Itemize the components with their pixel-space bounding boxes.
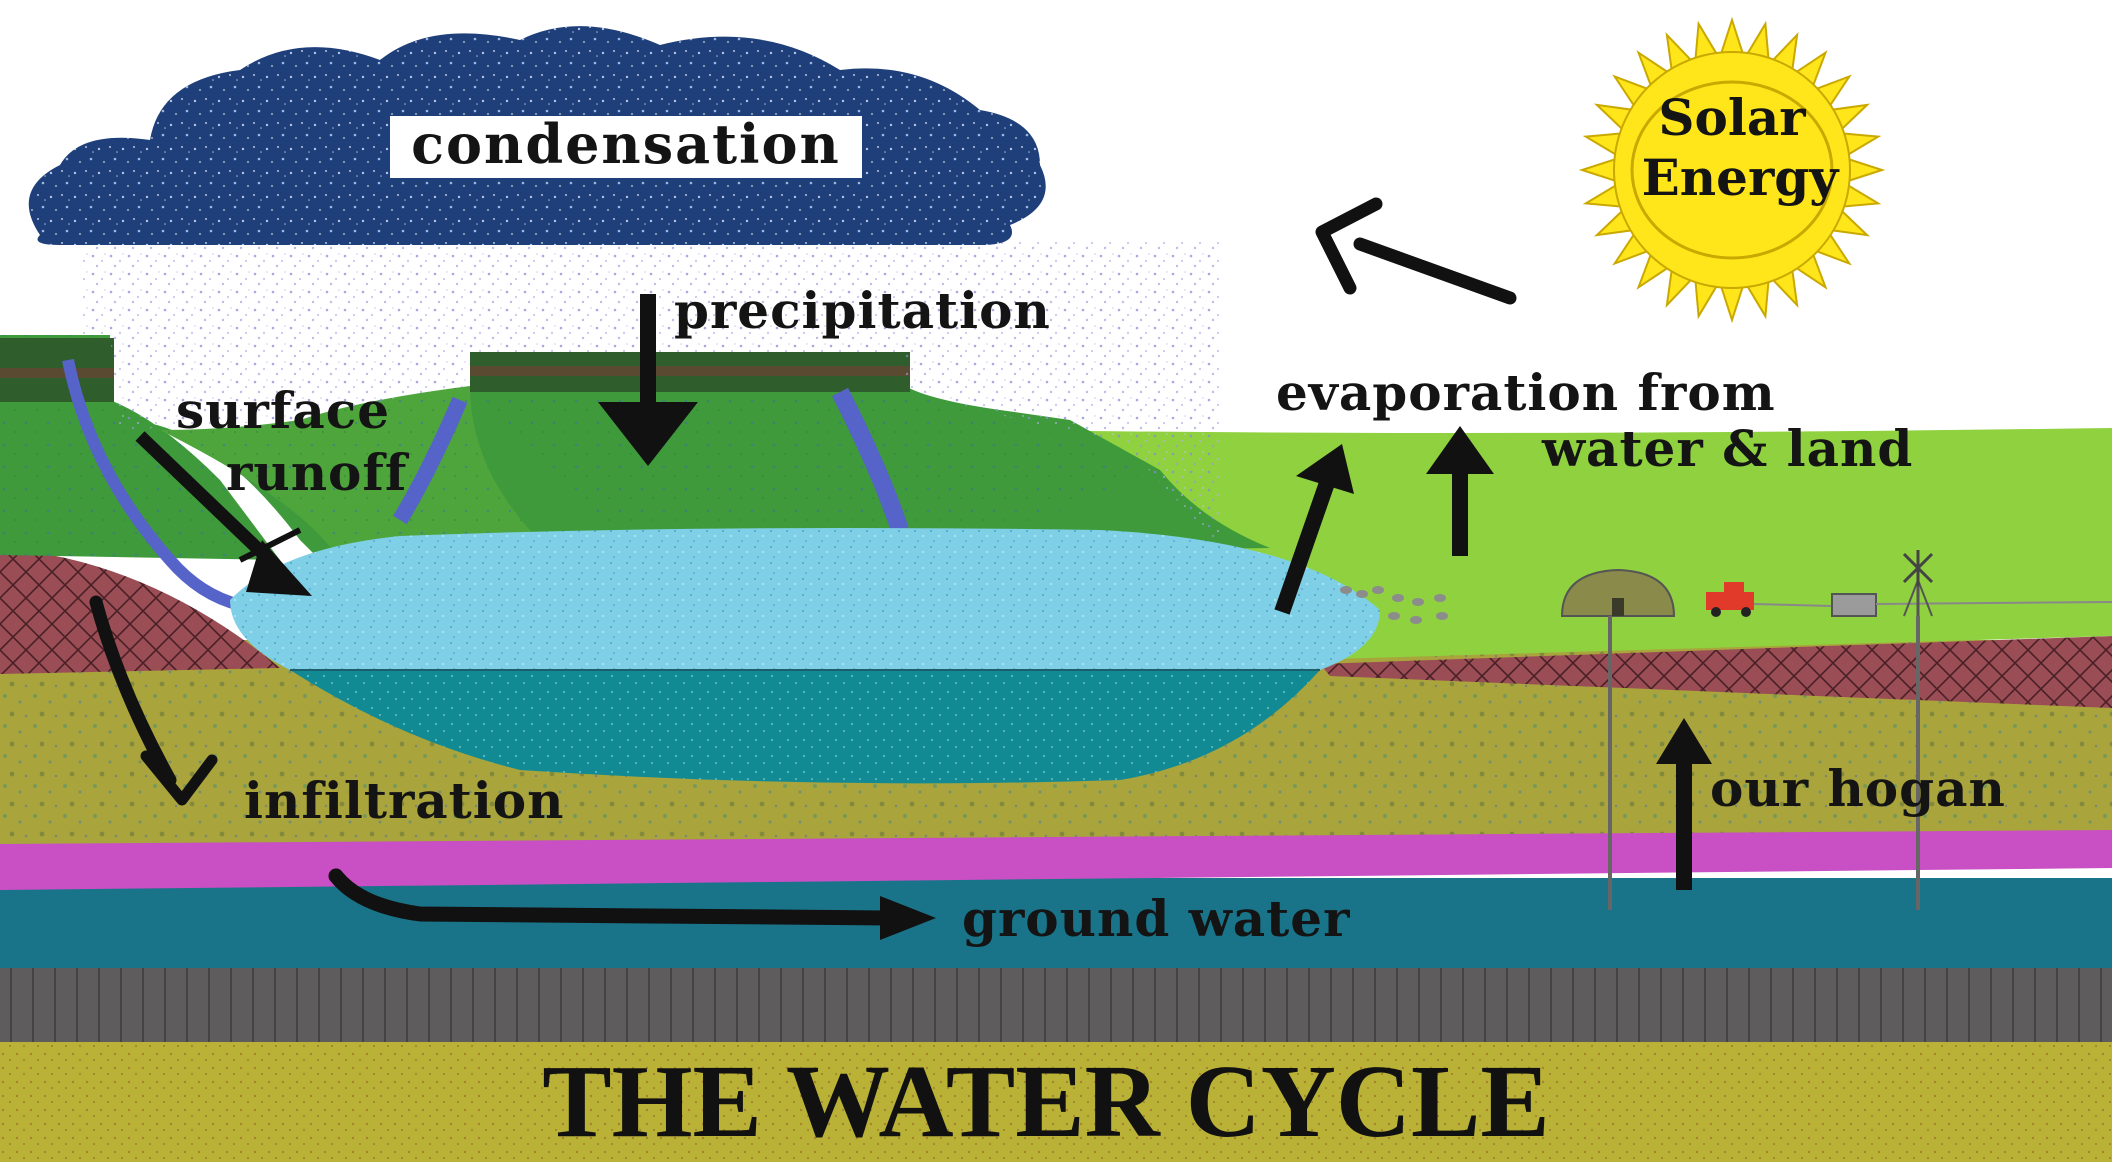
surface-runoff-arrow — [135, 431, 312, 596]
evaporation-label-line1: evaporation from — [1276, 363, 1776, 422]
surface-runoff-label-line2: runoff — [226, 443, 410, 502]
hogan-icon — [1560, 568, 1676, 617]
ground-water-arrow — [328, 868, 936, 940]
bedrock-layer — [0, 966, 2112, 1042]
magenta-layer — [0, 826, 2112, 890]
runoff-stream-left — [62, 358, 242, 611]
precipitation-label: precipitation — [674, 281, 1051, 340]
sheep-icon — [1340, 586, 1448, 624]
runoff-stream-mid — [393, 396, 468, 525]
infiltration-arrow — [89, 595, 218, 806]
hogan-well-arrow — [1656, 718, 1712, 890]
tank-icon — [1831, 593, 1877, 617]
solar-energy-label-line1: Solar — [1658, 88, 1806, 147]
sun-icon — [1578, 16, 1886, 324]
precipitation-arrow — [598, 294, 698, 466]
condensation-label: condensation — [411, 112, 841, 176]
rain-area — [80, 240, 1220, 548]
clay-layer-left — [0, 548, 280, 674]
evaporation-arrow-right — [1426, 426, 1494, 556]
our-hogan-label: our hogan — [1710, 759, 2006, 818]
diagram-title: THE WATER CYCLE — [542, 1044, 1550, 1159]
windmill-icon — [1902, 550, 1934, 617]
solar-energy-label-line2: Energy — [1642, 148, 1841, 207]
condensation-label-box — [390, 116, 862, 178]
ground-water-label: ground water — [962, 889, 1350, 948]
evaporation-label-line2: water & land — [1541, 419, 1913, 478]
clay-layer-right — [1320, 636, 2112, 708]
truck-icon — [1706, 582, 1754, 617]
solar-to-cloud-arrow — [1315, 197, 1517, 305]
surface-runoff-label-line1: surface — [176, 381, 390, 440]
runoff-stream-right — [831, 387, 909, 533]
evaporation-arrow-left — [1274, 444, 1354, 615]
infiltration-label: infiltration — [244, 771, 564, 830]
